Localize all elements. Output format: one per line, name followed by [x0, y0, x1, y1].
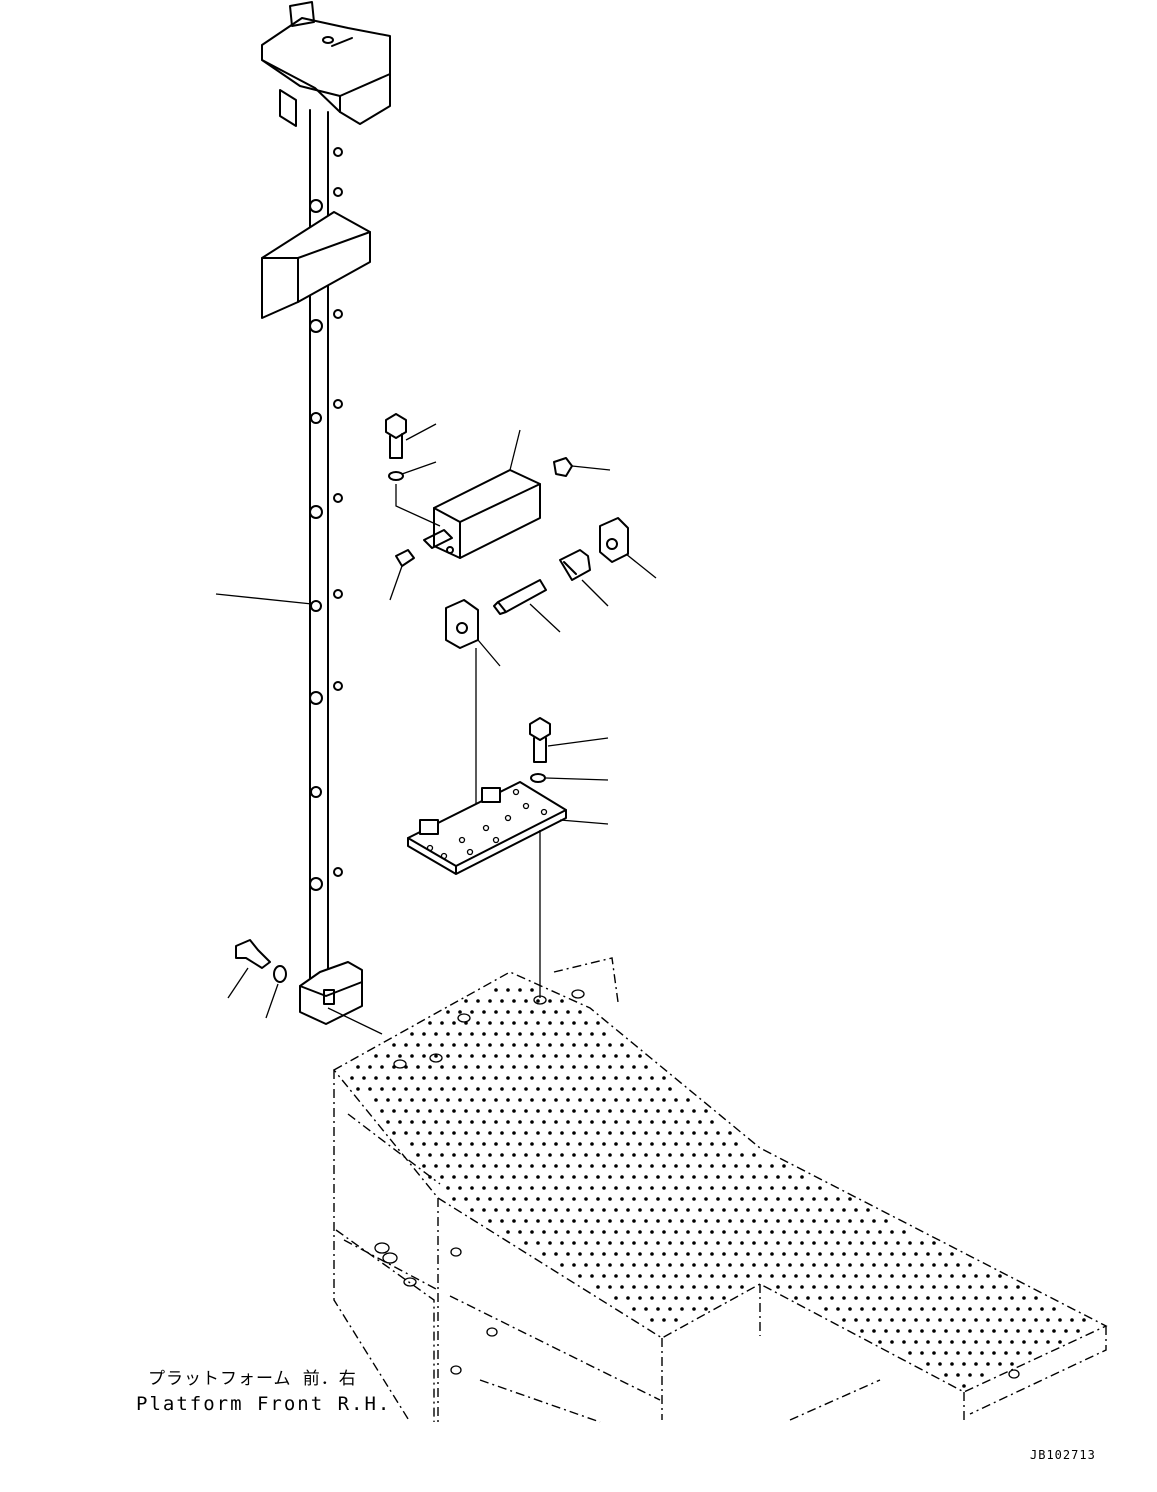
- bolt-upper: [385, 413, 407, 459]
- plate-block-rear: [481, 787, 501, 803]
- sensor-rod: [493, 579, 547, 615]
- post-hinges: [309, 147, 343, 891]
- top-mount-bracket: [261, 17, 391, 125]
- platform-phantom: [332, 957, 1108, 1423]
- nut-right: [553, 457, 573, 477]
- switch-box-assembly: [385, 413, 573, 567]
- washer-lower: [530, 773, 546, 783]
- bolt-lower: [529, 717, 551, 763]
- sensor-body: [559, 549, 591, 581]
- vertical-post-assembly: [235, 1, 391, 1035]
- deck-perforations: [350, 988, 1086, 1388]
- switch-box: [433, 469, 541, 559]
- washer-upper: [388, 471, 404, 481]
- mounting-plate-assembly: [407, 717, 567, 998]
- plate-holes: [426, 788, 548, 860]
- plate-block-front: [419, 819, 439, 835]
- platform-bolts: [374, 989, 1020, 1379]
- sensor-assembly: [445, 517, 629, 820]
- view-caption-english: Platform Front R.H.: [136, 1393, 392, 1415]
- post-guard-plate: [261, 211, 371, 303]
- drawing-number: JB102713: [1030, 1448, 1096, 1462]
- nut-left: [395, 549, 415, 567]
- view-caption-japanese: プラットフォーム 前．右: [148, 1369, 357, 1389]
- platform-deck-outline: [332, 971, 1108, 1393]
- leader-lines: [215, 423, 657, 1019]
